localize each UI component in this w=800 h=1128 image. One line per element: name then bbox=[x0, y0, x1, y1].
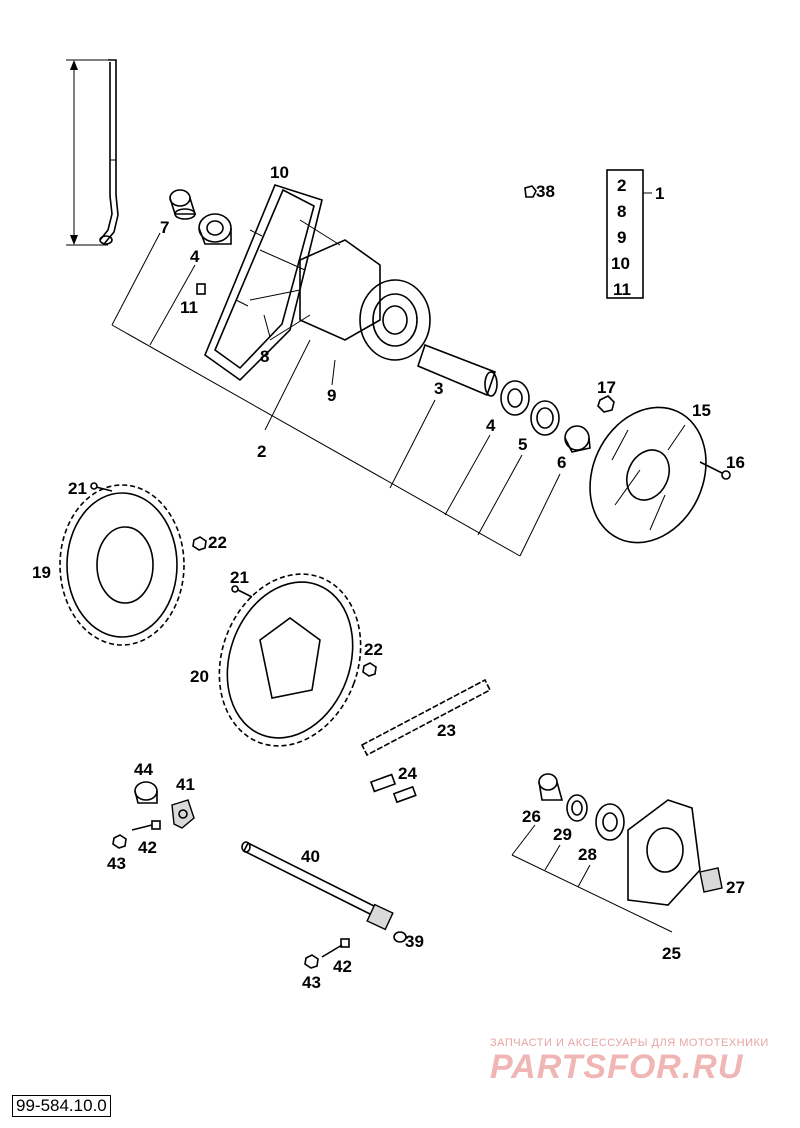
callout-28: 28 bbox=[578, 845, 597, 864]
rim-drawing bbox=[204, 184, 323, 382]
group-member-10: 10 bbox=[611, 254, 630, 273]
chain-adjuster-41-drawing bbox=[171, 799, 195, 829]
callout-22-lower: 22 bbox=[364, 640, 383, 659]
bushing-44-drawing bbox=[134, 781, 158, 804]
callout-6: 6 bbox=[557, 453, 566, 472]
callout-2: 2 bbox=[257, 442, 266, 461]
callout-10: 10 bbox=[270, 163, 289, 182]
callout-20: 20 bbox=[190, 667, 209, 686]
nut-17-drawing bbox=[597, 395, 615, 413]
bolt-16-drawing bbox=[699, 461, 731, 480]
callout-19: 19 bbox=[32, 563, 51, 582]
callout-4-right: 4 bbox=[486, 416, 496, 435]
bolt-21-lower-drawing bbox=[231, 585, 253, 598]
axle-40-drawing bbox=[241, 841, 394, 931]
group-member-2: 2 bbox=[617, 176, 626, 195]
carrier-leader-lines bbox=[511, 824, 673, 933]
watermark-logo: PARTSFOR.RU bbox=[490, 1048, 744, 1086]
bearing-4-right-drawing bbox=[500, 380, 530, 416]
chain-link-24-drawing bbox=[369, 773, 417, 804]
chain-23-drawing bbox=[360, 678, 492, 757]
callout-7: 7 bbox=[160, 218, 169, 237]
callout-42-lower: 42 bbox=[333, 957, 352, 976]
nut-43-lower-drawing bbox=[304, 954, 319, 969]
callout-24: 24 bbox=[398, 764, 417, 783]
callout-40: 40 bbox=[301, 847, 320, 866]
brake-disc-15-drawing bbox=[589, 406, 707, 544]
document-number: 99-584.10.0 bbox=[12, 1095, 111, 1117]
callout-9: 9 bbox=[327, 386, 336, 405]
callout-11: 11 bbox=[180, 298, 198, 317]
bolt-42-upper-drawing bbox=[131, 820, 161, 831]
spoke-drawing bbox=[66, 59, 119, 246]
callout-15: 15 bbox=[692, 401, 711, 420]
callout-43-lower: 43 bbox=[302, 973, 321, 992]
hub-drawing bbox=[249, 219, 431, 361]
callout-29: 29 bbox=[553, 825, 572, 844]
callout-3: 3 bbox=[434, 379, 443, 398]
callout-43-upper: 43 bbox=[107, 854, 126, 873]
nut-22-lower-drawing bbox=[362, 662, 377, 677]
callout-5: 5 bbox=[518, 435, 527, 454]
sprocket-20-drawing bbox=[218, 573, 362, 747]
callout-38: 38 bbox=[536, 182, 555, 201]
sprocket-carrier-25-drawing bbox=[627, 799, 701, 906]
bearing-4-left-drawing bbox=[198, 213, 232, 245]
group-member-8: 8 bbox=[617, 202, 626, 221]
callout-1: 1 bbox=[655, 184, 664, 203]
callout-8: 8 bbox=[260, 347, 269, 366]
callout-22-upper: 22 bbox=[208, 533, 227, 552]
bolt-21-upper-drawing bbox=[90, 482, 113, 492]
nut-38-drawing bbox=[524, 185, 537, 198]
group-member-11: 11 bbox=[613, 280, 631, 299]
callout-42-upper: 42 bbox=[138, 838, 157, 857]
spacer-6-drawing bbox=[564, 425, 591, 453]
callout-21-lower: 21 bbox=[230, 568, 249, 587]
callout-41: 41 bbox=[176, 775, 195, 794]
callout-16: 16 bbox=[726, 453, 745, 472]
damper-27-drawing bbox=[699, 867, 723, 893]
callout-27: 27 bbox=[726, 878, 745, 897]
callout-44: 44 bbox=[134, 760, 153, 779]
nut-22-upper-drawing bbox=[192, 536, 207, 551]
callout-25: 25 bbox=[662, 944, 681, 963]
wheel-leader-lines bbox=[111, 232, 561, 557]
spacer-26-drawing bbox=[538, 773, 564, 801]
callout-4-left: 4 bbox=[190, 247, 200, 266]
nut-39-drawing bbox=[393, 931, 407, 943]
spacer-7-drawing bbox=[169, 189, 197, 220]
watermark-tagline: ЗАПЧАСТИ И АКСЕССУАРЫ ДЛЯ МОТОТЕХНИКИ bbox=[490, 1037, 769, 1049]
bearing-28-drawing bbox=[595, 803, 625, 841]
bolt-42-lower-drawing bbox=[321, 938, 350, 958]
group-member-9: 9 bbox=[617, 228, 626, 247]
callout-23: 23 bbox=[437, 721, 456, 740]
seal-5-drawing bbox=[530, 400, 560, 436]
callout-39: 39 bbox=[405, 932, 424, 951]
nut-43-upper-drawing bbox=[112, 834, 127, 849]
valve-11-drawing bbox=[196, 283, 206, 295]
seal-29-drawing bbox=[566, 794, 588, 822]
callout-21-upper: 21 bbox=[68, 479, 87, 498]
axle-tube-3-drawing bbox=[417, 343, 498, 397]
callout-17: 17 bbox=[597, 378, 616, 397]
sprocket-19-drawing bbox=[59, 484, 185, 646]
kit-group-box: 2 8 9 10 11 1 bbox=[606, 169, 664, 299]
callout-26: 26 bbox=[522, 807, 541, 826]
